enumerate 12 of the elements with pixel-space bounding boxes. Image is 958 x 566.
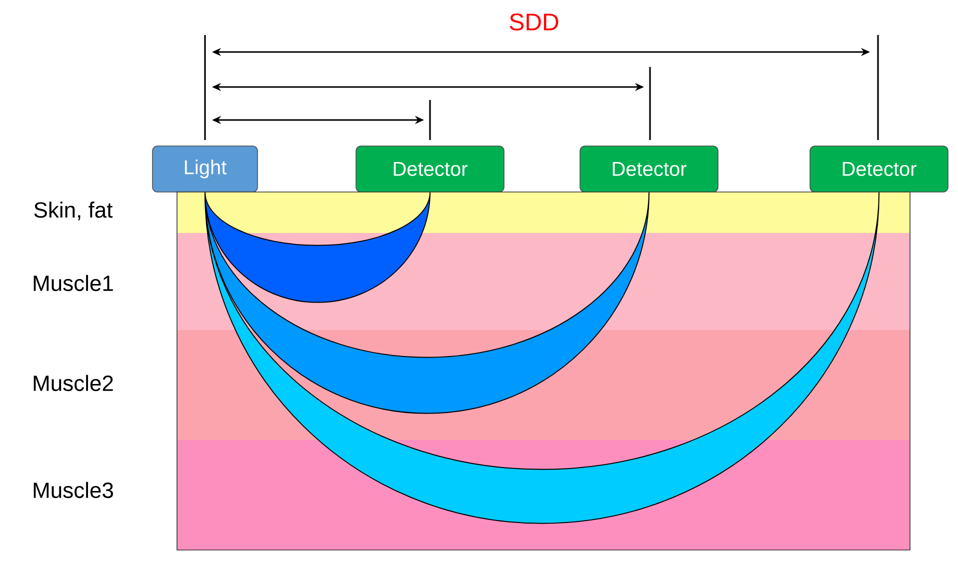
detector-box: Detector xyxy=(810,146,948,192)
detector-box: Detector xyxy=(580,146,718,192)
tissue-layer-band xyxy=(177,192,910,233)
light-path-banana xyxy=(204,192,650,414)
dimension-label: SDD xyxy=(510,14,558,30)
layer-label: Muscle1 xyxy=(34,274,113,292)
layer-label: Muscle2 xyxy=(34,374,113,392)
layer-label: Skin, fat xyxy=(34,202,113,220)
layer-label: Muscle3 xyxy=(34,482,113,498)
detector-box: Detector xyxy=(356,146,504,192)
light-source-box: Light xyxy=(152,146,258,192)
light-path-banana xyxy=(204,192,430,303)
